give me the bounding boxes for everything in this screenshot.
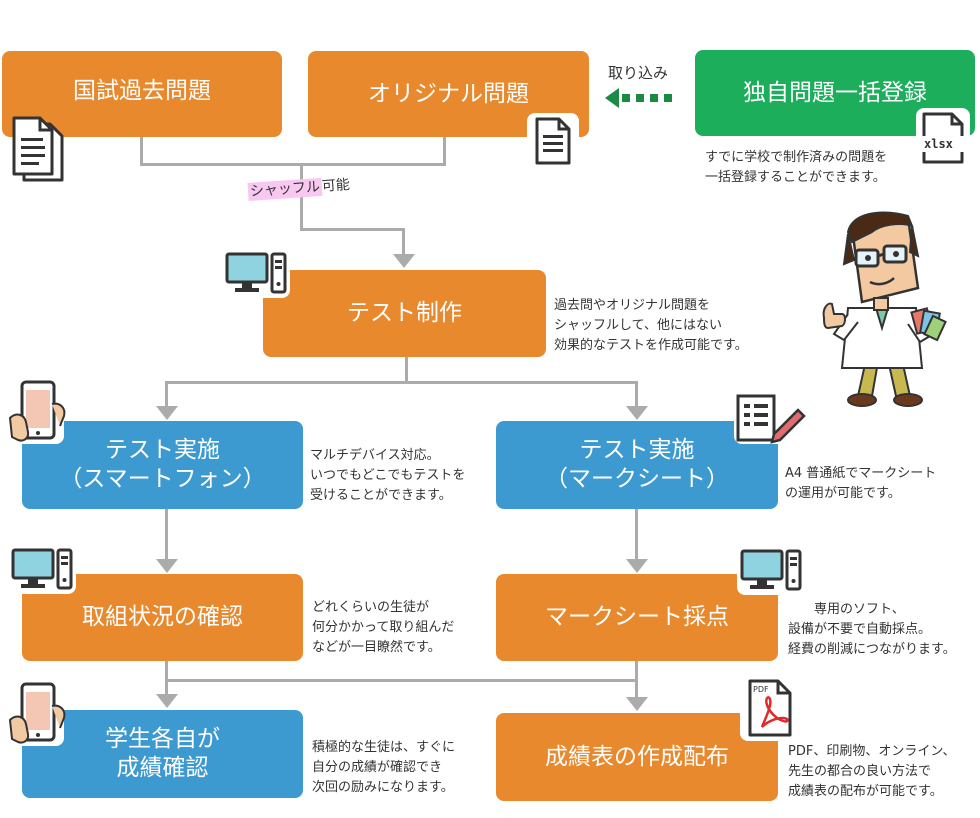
connector-impl-ms-down: [635, 509, 638, 560]
connector-split-right: [635, 381, 638, 407]
note-report: PDF、印刷物、オンライン、 先生の都合の良い方法で 成績表の配布が可能です。: [788, 744, 956, 799]
node-ms-grade: マークシート採点: [496, 574, 778, 661]
note-impl-sp: マルチデバイス対応。 いつでもどこでもテストを 受けることができます。: [310, 448, 466, 503]
note-impl-ms: A4 普通紙でマークシート の運用が可能です。: [785, 466, 937, 501]
node-impl-ms: テスト実施 （マークシート）: [496, 421, 778, 509]
arrow-to-test-create: [393, 254, 415, 268]
smartphone-icon: [8, 378, 72, 444]
pdf-file-icon: PDF: [740, 675, 800, 741]
node-ms-grade-label: マークシート採点: [545, 604, 729, 631]
arrow-to-impl-sp: [156, 406, 178, 420]
node-self-line1: 学生各自が: [105, 726, 220, 753]
node-impl-ms-line2: （マークシート）: [545, 466, 729, 492]
arrow-to-ms-grade: [626, 559, 648, 573]
xlsx-label: xlsx: [924, 137, 953, 151]
computer-icon-3: [737, 545, 805, 595]
arrow-to-impl-ms: [626, 406, 648, 420]
pdf-label: PDF: [753, 685, 769, 694]
note-test-create: 過去問やオリジナル問題を シャッフルして、他にはない 効果的なテストを作成可能で…: [554, 298, 748, 353]
node-original-label: オリジナル問題: [368, 80, 529, 107]
node-report: 成績表の作成配布: [496, 713, 778, 801]
node-kokushi-label: 国試過去問題: [73, 77, 211, 104]
connector-to-test-create: [402, 228, 405, 256]
connector-original-down: [443, 137, 446, 165]
document-icon: [527, 113, 579, 169]
shuffle-label: シャッフル可能: [247, 174, 350, 201]
connector-merge-right: [300, 228, 405, 231]
import-arrow: [605, 88, 677, 108]
node-impl-sp: テスト実施 （スマートフォン）: [22, 421, 303, 509]
node-self-line2: 成績確認: [116, 755, 209, 781]
professor-mascot-illustration: [818, 210, 948, 410]
note-ms-grade: 専用のソフト、 設備が不要で自動採点。 経費の削減につながります。: [788, 602, 956, 657]
node-test-create-label: テスト制作: [347, 300, 462, 327]
connector-bottom-horizontal: [165, 679, 638, 682]
connector-split-left: [165, 381, 168, 407]
connector-top-horizontal: [140, 163, 446, 166]
note-dokuji: すでに学校で制作済みの問題を 一括登録することができます。: [705, 150, 888, 185]
connector-progress-down: [165, 661, 168, 696]
mark-sheet-icon: [734, 392, 806, 444]
computer-icon: [222, 248, 290, 298]
note-progress: どれくらいの生徒が 何分かかって取り組んだ などが一目瞭然です。: [312, 600, 455, 655]
node-report-label: 成績表の作成配布: [545, 743, 729, 770]
shuffle-highlight: シャッフル: [247, 177, 323, 201]
import-label: 取り込み: [608, 64, 669, 82]
documents-icon: [10, 116, 68, 184]
connector-kokushi-down: [140, 137, 143, 165]
arrow-to-self: [156, 694, 178, 708]
node-progress-label: 取組状況の確認: [82, 604, 243, 631]
xlsx-file-icon: xlsx: [916, 108, 970, 168]
note-self: 積極的な生徒は、すぐに 自分の成績が確認でき 次回の励みになります。: [312, 740, 456, 795]
connector-impl-sp-down: [165, 509, 168, 560]
node-impl-sp-line1: テスト実施: [105, 437, 220, 464]
node-self: 学生各自が 成績確認: [22, 710, 303, 798]
node-impl-sp-line2: （スマートフォン）: [59, 466, 266, 492]
node-impl-ms-line1: テスト実施: [579, 437, 695, 464]
arrow-to-report: [626, 697, 648, 711]
node-dokuji-label: 独自問題一括登録: [743, 79, 927, 106]
node-test-create: テスト制作: [263, 270, 546, 357]
connector-split-horizontal: [165, 381, 638, 384]
node-dokuji: 独自問題一括登録: [695, 50, 975, 136]
smartphone-icon-2: [8, 680, 72, 746]
connector-test-create-down: [405, 357, 408, 383]
shuffle-rest: 可能: [321, 176, 351, 195]
computer-icon-2: [8, 544, 76, 594]
arrow-to-progress: [156, 559, 178, 573]
